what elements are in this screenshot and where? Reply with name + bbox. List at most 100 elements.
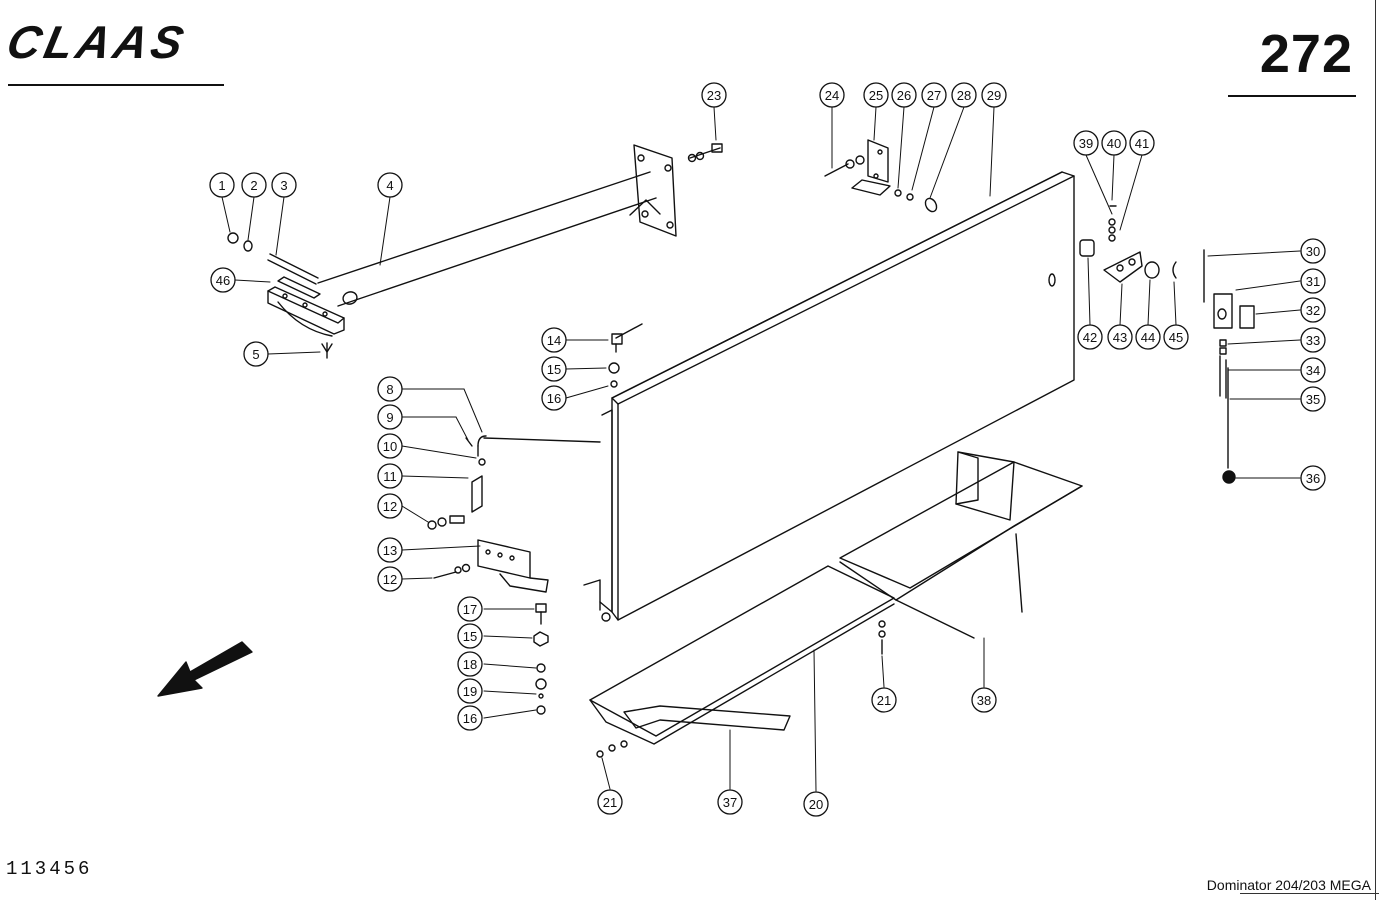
- tube-part-4: [317, 144, 677, 307]
- lower-plate-part-20: [589, 565, 895, 745]
- callout-28: 28: [951, 82, 977, 108]
- callout-label: 15: [547, 362, 561, 377]
- callout-label: 34: [1306, 363, 1320, 378]
- callout-label: 39: [1079, 136, 1093, 151]
- callout-label: 21: [877, 693, 891, 708]
- callout-5: 5: [243, 341, 269, 367]
- callout-12: 12: [377, 566, 403, 592]
- callout-label: 24: [825, 88, 839, 103]
- callout-42: 42: [1077, 324, 1103, 350]
- callout-label: 35: [1306, 392, 1320, 407]
- callout-41: 41: [1129, 130, 1155, 156]
- callout-label: 31: [1306, 274, 1320, 289]
- callout-label: 38: [977, 693, 991, 708]
- callout-38: 38: [971, 687, 997, 713]
- callout-label: 16: [463, 711, 477, 726]
- callout-31: 31: [1300, 268, 1326, 294]
- callout-label: 41: [1135, 136, 1149, 151]
- callout-13: 13: [377, 537, 403, 563]
- parts-14-15-16: [608, 323, 643, 388]
- callout-label: 40: [1107, 136, 1121, 151]
- callout-9: 9: [377, 404, 403, 430]
- callout-29: 29: [981, 82, 1007, 108]
- callout-label: 23: [707, 88, 721, 103]
- callout-24: 24: [819, 82, 845, 108]
- callout-label: 43: [1113, 330, 1127, 345]
- callout-label: 12: [383, 499, 397, 514]
- callout-36: 36: [1300, 465, 1326, 491]
- page-border-right: [1375, 0, 1376, 900]
- page-border-bottom: [1240, 893, 1379, 894]
- callout-37: 37: [717, 789, 743, 815]
- callout-4: 4: [377, 172, 403, 198]
- callout-label: 19: [463, 684, 477, 699]
- callout-20: 20: [803, 791, 829, 817]
- callout-label: 26: [897, 88, 911, 103]
- callout-label: 17: [463, 602, 477, 617]
- header-rule-left: [8, 84, 224, 86]
- callout-label: 12: [383, 572, 397, 587]
- callout-label: 3: [280, 178, 287, 193]
- callout-label: 27: [927, 88, 941, 103]
- header-rule-right: [1228, 95, 1356, 97]
- callout-label: 5: [252, 347, 259, 362]
- callout-label: 1: [218, 178, 225, 193]
- callout-label: 13: [383, 543, 397, 558]
- callout-8: 8: [377, 376, 403, 402]
- callout-16: 16: [457, 705, 483, 731]
- callout-label: 4: [386, 178, 393, 193]
- callout-12: 12: [377, 493, 403, 519]
- callout-27: 27: [921, 82, 947, 108]
- callout-10: 10: [377, 433, 403, 459]
- callout-3: 3: [271, 172, 297, 198]
- callout-group: 1 2 3 4 46 5 23 24 25 26 27 28 29 39 40 …: [209, 82, 1326, 817]
- callout-40: 40: [1101, 130, 1127, 156]
- direction-arrow: [157, 641, 253, 697]
- callout-label: 10: [383, 439, 397, 454]
- model-name: Dominator 204/203 MEGA: [1206, 877, 1371, 893]
- callout-15: 15: [541, 356, 567, 382]
- callout-23: 23: [701, 82, 727, 108]
- callout-34: 34: [1300, 357, 1326, 383]
- callout-label: 15: [463, 629, 477, 644]
- callout-35: 35: [1300, 386, 1326, 412]
- callout-label: 30: [1306, 244, 1320, 259]
- bracket-part-46: [267, 276, 345, 359]
- bolt-stack-17-19: [533, 603, 549, 715]
- callout-2: 2: [241, 172, 267, 198]
- callout-label: 8: [386, 382, 393, 397]
- callout-26: 26: [891, 82, 917, 108]
- bolt-part-23: [687, 143, 723, 163]
- callout-46: 46: [210, 267, 236, 293]
- callout-11: 11: [377, 463, 403, 489]
- small-parts-1-2-3: [227, 232, 319, 285]
- callout-label: 9: [386, 410, 393, 425]
- callout-label: 20: [809, 797, 823, 812]
- callout-label: 18: [463, 657, 477, 672]
- callout-label: 46: [216, 273, 230, 288]
- bottom-plate-part-38: [839, 451, 1083, 639]
- bracket-part-13: [433, 539, 549, 593]
- callout-label: 36: [1306, 471, 1320, 486]
- latch-rod-parts-30-36: [1203, 249, 1255, 484]
- callout-label: 21: [603, 795, 617, 810]
- callout-label: 33: [1306, 333, 1320, 348]
- callout-45: 45: [1163, 324, 1189, 350]
- callout-32: 32: [1300, 297, 1326, 323]
- callout-label: 32: [1306, 303, 1320, 318]
- callout-label: 28: [957, 88, 971, 103]
- callout-label: 14: [547, 333, 561, 348]
- document-number: 113456: [6, 858, 93, 880]
- parts-9-10-11-12: [427, 437, 486, 530]
- bolt-parts-21: [596, 620, 886, 758]
- callout-17: 17: [457, 596, 483, 622]
- callout-label: 2: [250, 178, 257, 193]
- page-number: 272: [1259, 24, 1353, 84]
- side-panel-part-29: [583, 171, 1075, 622]
- callout-label: 42: [1083, 330, 1097, 345]
- latch-parts-39-45: [1079, 205, 1177, 283]
- callout-30: 30: [1300, 238, 1326, 264]
- callout-label: 16: [547, 391, 561, 406]
- callout-label: 37: [723, 795, 737, 810]
